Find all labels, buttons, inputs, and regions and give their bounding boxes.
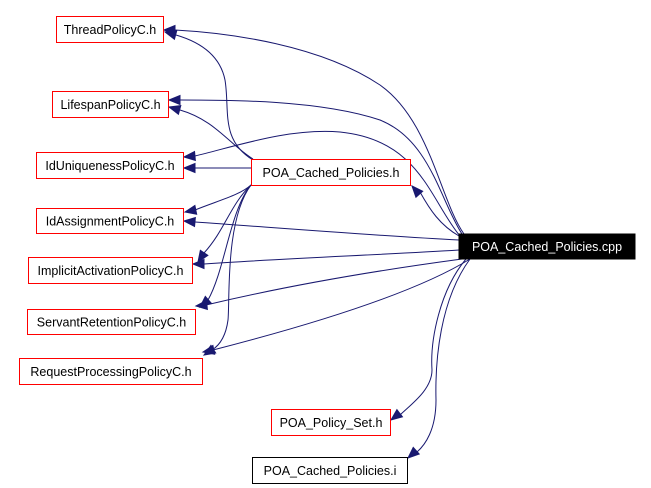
- edge-line: [416, 258, 471, 453]
- edge-line: [205, 258, 463, 306]
- arrowhead-icon: [197, 249, 209, 264]
- edge-root-to-cachedh: [411, 185, 460, 237]
- arrowhead-icon: [389, 408, 404, 421]
- edge-line: [211, 184, 252, 351]
- node-box: [52, 91, 169, 118]
- arrowhead-icon: [407, 446, 421, 459]
- edge-root-to-iduniq: [182, 130, 461, 237]
- edge-root-to-policyset: [389, 258, 467, 421]
- node-id-assignment-policy-h[interactable]: IdAssignmentPolicyC.h: [36, 208, 184, 234]
- arrowhead-icon: [182, 162, 196, 174]
- node-label: ImplicitActivationPolicyC.h: [38, 264, 184, 278]
- edge-root-to-thread: [162, 24, 465, 235]
- arrowhead-icon: [182, 150, 196, 162]
- node-box: [458, 233, 636, 260]
- edge-cachedh-to-implicit: [197, 184, 252, 264]
- node-box: [27, 309, 196, 335]
- node-label: RequestProcessingPolicyC.h: [30, 365, 191, 379]
- arrowhead-icon: [167, 104, 182, 116]
- node-poa-policy-set-h[interactable]: POA_Policy_Set.h: [271, 409, 391, 436]
- node-label: POA_Cached_Policies.h: [263, 166, 400, 180]
- edge-root-to-request: [201, 258, 471, 355]
- edge-line: [194, 221, 460, 241]
- edge-cachedh-to-idassign: [183, 184, 252, 215]
- node-label: ThreadPolicyC.h: [64, 23, 156, 37]
- edge-cachedh-to-thread: [163, 29, 254, 161]
- edge-cachedh-to-request: [202, 184, 252, 356]
- arrowhead-icon: [199, 295, 213, 308]
- node-label: IdAssignmentPolicyC.h: [46, 215, 175, 229]
- edge-root-to-cachedi: [407, 258, 471, 459]
- node-thread-policy-h[interactable]: ThreadPolicyC.h: [56, 16, 164, 43]
- arrowhead-icon: [163, 29, 178, 41]
- node-box: [36, 208, 184, 234]
- edge-line: [212, 258, 471, 351]
- edge-root-to-implicit: [191, 249, 460, 270]
- edge-root-to-lifespan: [167, 94, 463, 235]
- node-request-processing-policy-h[interactable]: RequestProcessingPolicyC.h: [19, 358, 203, 385]
- node-id-uniqueness-policy-h[interactable]: IdUniquenessPolicyC.h: [36, 152, 184, 179]
- edge-line: [419, 191, 460, 237]
- edge-root-to-servant: [194, 258, 463, 311]
- node-label: POA_Policy_Set.h: [280, 416, 383, 430]
- edge-line: [203, 249, 460, 265]
- edge-line: [194, 130, 461, 237]
- node-box: [252, 457, 408, 484]
- node-box: [28, 257, 193, 284]
- node-box: [36, 152, 184, 179]
- arrowhead-icon: [167, 94, 181, 106]
- node-poa-cached-policies-h[interactable]: POA_Cached_Policies.h: [251, 159, 411, 186]
- arrowhead-icon: [182, 216, 196, 228]
- node-lifespan-policy-h[interactable]: LifespanPolicyC.h: [52, 91, 169, 118]
- edge-line: [203, 184, 252, 254]
- edge-line: [179, 99, 463, 235]
- node-servant-retention-policy-h[interactable]: ServantRetentionPolicyC.h: [27, 309, 196, 335]
- arrowhead-icon: [411, 185, 424, 199]
- edge-cachedh-to-servant: [199, 184, 252, 308]
- node-label: IdUniquenessPolicyC.h: [45, 159, 174, 173]
- node-label: POA_Cached_Policies.cpp: [472, 240, 622, 254]
- node-label: LifespanPolicyC.h: [60, 98, 160, 112]
- arrowhead-icon: [202, 344, 217, 356]
- node-box: [271, 409, 391, 436]
- edge-cachedh-to-lifespan: [167, 104, 254, 160]
- node-implicit-activation-policy-h[interactable]: ImplicitActivationPolicyC.h: [28, 257, 193, 284]
- node-label: ServantRetentionPolicyC.h: [37, 316, 186, 330]
- edge-line: [179, 109, 254, 160]
- edge-line: [174, 29, 465, 235]
- node-poa-cached-policies-i: POA_Cached_Policies.i: [252, 457, 408, 484]
- node-poa-cached-policies-cpp: POA_Cached_Policies.cpp: [458, 233, 636, 260]
- nodes-layer: ThreadPolicyC.h LifespanPolicyC.h IdUniq…: [19, 16, 636, 484]
- node-box: [251, 159, 411, 186]
- arrowhead-icon: [183, 204, 198, 215]
- edge-line: [399, 258, 467, 416]
- edge-line: [175, 34, 254, 161]
- edge-root-to-idassign: [182, 216, 460, 241]
- edges-layer: [162, 24, 471, 459]
- node-box: [56, 16, 164, 43]
- node-label: POA_Cached_Policies.i: [264, 464, 397, 478]
- edge-cachedh-to-iduniq: [182, 162, 251, 174]
- node-box: [19, 358, 203, 385]
